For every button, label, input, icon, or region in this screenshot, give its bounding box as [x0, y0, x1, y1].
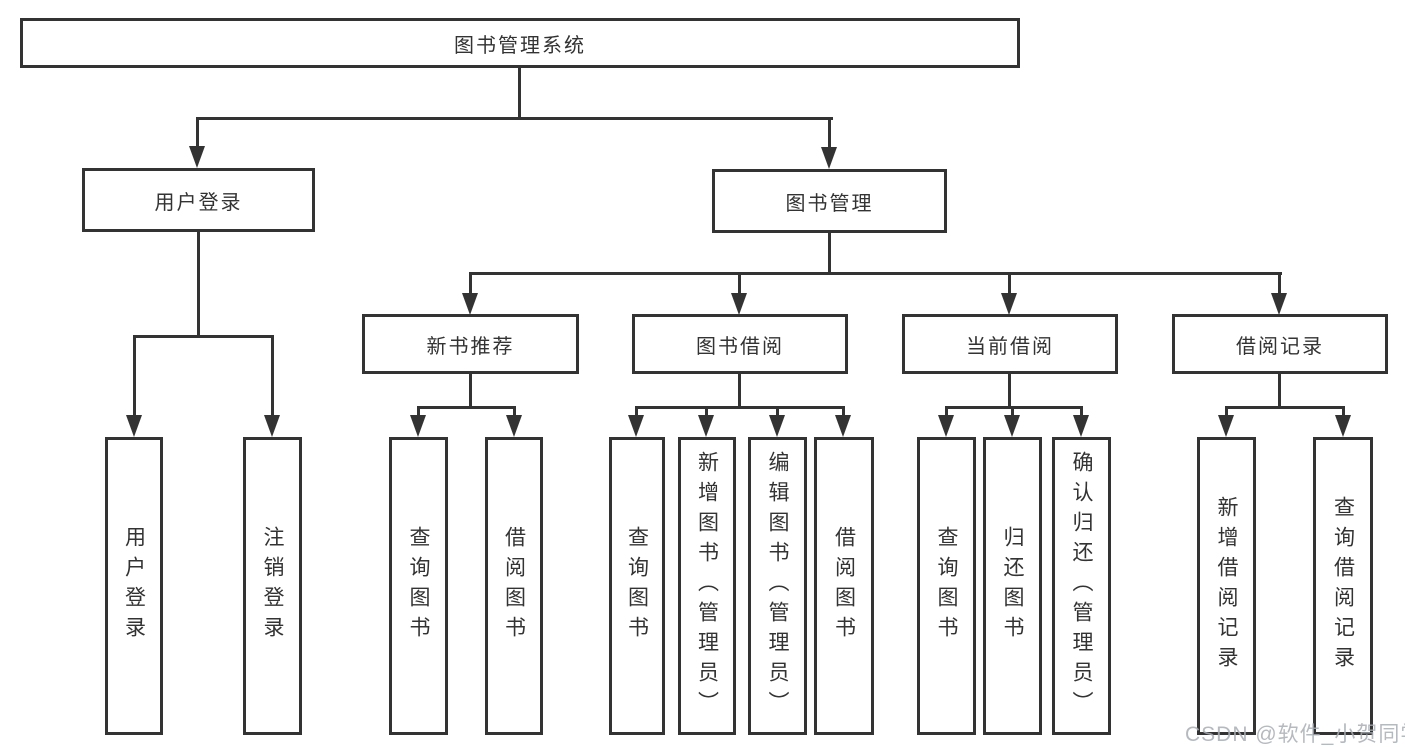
- connector-line: [197, 232, 200, 337]
- leaf-label: 新增借阅记录: [1215, 496, 1238, 676]
- connector-line: [1342, 409, 1345, 415]
- arrow-down-icon: [410, 415, 426, 437]
- connector-line: [635, 409, 638, 415]
- connector-line: [705, 409, 708, 415]
- leaf-label: 查询图书: [625, 526, 649, 646]
- node-current-borrow: 当前借阅: [902, 314, 1118, 374]
- leaf-label: 查询图书: [407, 526, 430, 646]
- arrow-down-icon: [462, 293, 478, 315]
- leaf-logout: 注销登录: [243, 437, 302, 735]
- connector-line: [945, 409, 948, 415]
- leaf-confirm-return-admin: 确认归还（管理员）: [1052, 437, 1111, 735]
- connector-line: [738, 374, 741, 408]
- connector-line: [196, 120, 199, 148]
- arrow-down-icon: [1004, 415, 1020, 437]
- arrow-down-icon: [1218, 415, 1234, 437]
- connector-line: [417, 409, 420, 415]
- leaf-query-books-1: 查询图书: [389, 437, 448, 735]
- arrow-down-icon: [126, 415, 142, 437]
- leaf-label: 归还图书: [1001, 526, 1024, 646]
- connector-line: [635, 406, 845, 409]
- node-library-system: 图书管理系统: [20, 18, 1020, 68]
- connector-line: [945, 406, 1083, 409]
- connector-line: [469, 275, 472, 293]
- connector-line: [1008, 275, 1011, 293]
- connector-line: [776, 409, 779, 415]
- node-label: 图书管理系统: [454, 34, 586, 57]
- connector-line: [842, 409, 845, 415]
- leaf-label: 查询借阅记录: [1331, 496, 1355, 676]
- connector-line: [196, 117, 833, 120]
- leaf-label: 借阅图书: [502, 526, 526, 646]
- arrow-down-icon: [769, 415, 785, 437]
- connector-line: [1278, 374, 1281, 408]
- arrow-down-icon: [698, 415, 714, 437]
- arrow-down-icon: [1073, 415, 1089, 437]
- node-book-borrow: 图书借阅: [632, 314, 848, 374]
- connector-line: [1225, 409, 1228, 415]
- connector-line: [738, 275, 741, 293]
- arrow-down-icon: [264, 415, 280, 437]
- leaf-edit-book-admin: 编辑图书（管理员）: [748, 437, 807, 735]
- leaf-return-book: 归还图书: [983, 437, 1042, 735]
- leaf-label: 编辑图书（管理员）: [766, 451, 789, 721]
- arrow-down-icon: [1271, 293, 1287, 315]
- node-label: 借阅记录: [1236, 335, 1324, 358]
- arrow-down-icon: [938, 415, 954, 437]
- connector-line: [133, 335, 274, 338]
- node-label: 图书管理: [785, 192, 874, 215]
- leaf-label: 借阅图书: [832, 526, 856, 646]
- node-book-management: 图书管理: [712, 169, 947, 233]
- node-user-login: 用户登录: [82, 168, 315, 232]
- connector-line: [828, 233, 831, 274]
- node-label: 新书推荐: [426, 335, 515, 358]
- connector-line: [518, 68, 521, 117]
- arrow-down-icon: [731, 293, 747, 315]
- leaf-query-books-3: 查询图书: [917, 437, 976, 735]
- arrow-down-icon: [189, 146, 205, 168]
- leaf-label: 注销登录: [261, 526, 284, 646]
- leaf-borrow-books-2: 借阅图书: [814, 437, 874, 735]
- connector-line: [271, 338, 274, 415]
- leaf-label: 用户登录: [122, 526, 146, 646]
- arrow-down-icon: [1335, 415, 1351, 437]
- connector-line: [469, 374, 472, 408]
- arrow-down-icon: [506, 415, 522, 437]
- leaf-label: 确认归还（管理员）: [1070, 451, 1093, 721]
- connector-line: [417, 406, 516, 409]
- connector-line: [513, 409, 516, 415]
- node-label: 用户登录: [154, 191, 243, 214]
- leaf-user-login: 用户登录: [105, 437, 163, 735]
- connector-line: [1278, 275, 1281, 293]
- connector-line: [1008, 374, 1011, 408]
- leaf-borrow-books-1: 借阅图书: [485, 437, 543, 735]
- leaf-label: 新增图书（管理员）: [695, 451, 719, 721]
- connector-line: [828, 120, 831, 149]
- watermark: CSDN @软件_小贺同学: [1185, 723, 1405, 746]
- arrow-down-icon: [821, 147, 837, 169]
- connector-line: [133, 338, 136, 415]
- leaf-add-borrow-record: 新增借阅记录: [1197, 437, 1256, 735]
- arrow-down-icon: [835, 415, 851, 437]
- leaf-add-book-admin: 新增图书（管理员）: [678, 437, 736, 735]
- node-label: 当前借阅: [966, 335, 1054, 358]
- node-borrow-records: 借阅记录: [1172, 314, 1388, 374]
- connector-line: [1080, 409, 1083, 415]
- leaf-label: 查询图书: [935, 526, 958, 646]
- connector-line: [1011, 409, 1014, 415]
- arrow-down-icon: [628, 415, 644, 437]
- node-new-book-recommend: 新书推荐: [362, 314, 579, 374]
- connector-line: [1225, 406, 1345, 409]
- node-label: 图书借阅: [696, 335, 784, 358]
- leaf-query-books-2: 查询图书: [609, 437, 665, 735]
- leaf-query-borrow-record: 查询借阅记录: [1313, 437, 1373, 735]
- arrow-down-icon: [1001, 293, 1017, 315]
- connector-line: [469, 272, 1282, 275]
